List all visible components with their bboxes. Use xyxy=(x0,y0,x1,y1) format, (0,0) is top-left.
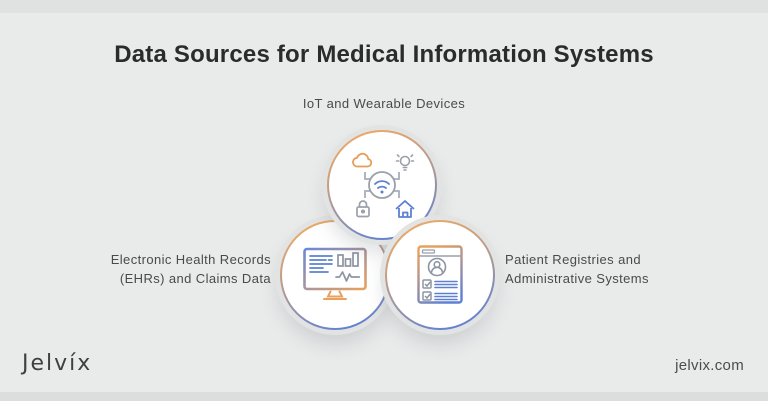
right-node-label-line2: Administrative Systems xyxy=(505,270,649,286)
patient-registry-icon xyxy=(417,245,463,304)
website-url: jelvix.com xyxy=(675,357,744,374)
top-edge-strip xyxy=(0,0,768,13)
cloud-icon xyxy=(352,152,373,168)
left-node-label-line1: Electronic Health Records xyxy=(110,252,271,267)
right-node-circle xyxy=(385,220,495,330)
bulb-icon xyxy=(395,154,415,171)
bottom-edge-strip xyxy=(0,392,768,401)
right-node-label-line1: Patient Registries and xyxy=(505,252,641,267)
top-node-circle xyxy=(327,130,437,240)
page-title: Data Sources for Medical Information Sys… xyxy=(114,41,654,68)
right-node-label: Patient Registries and Administrative Sy… xyxy=(505,251,649,289)
lock-icon xyxy=(356,200,370,218)
avatar-icon xyxy=(427,257,447,277)
ehr-monitor-icon xyxy=(303,247,367,300)
iot-network-icon xyxy=(352,152,415,218)
top-node-label: IoT and Wearable Devices xyxy=(302,96,466,111)
left-node-label: Electronic Health Records (EHRs) and Cla… xyxy=(111,251,271,289)
home-icon xyxy=(395,200,415,218)
left-node-label-line2: (EHRs) and Claims Data xyxy=(119,270,271,286)
jelvix-logo: Jelvíx xyxy=(22,351,93,376)
